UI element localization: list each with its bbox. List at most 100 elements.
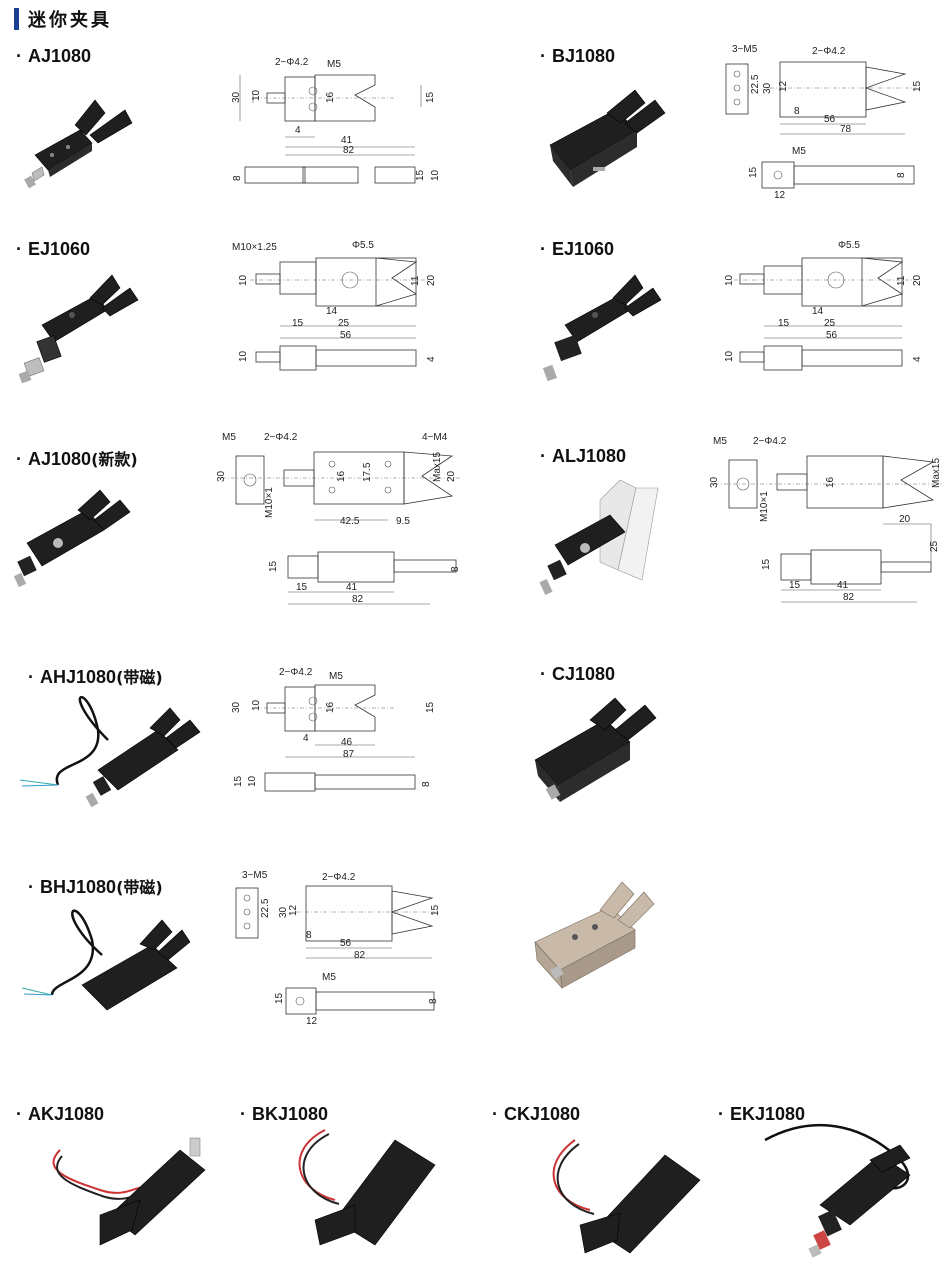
svg-text:10: 10 <box>251 89 262 101</box>
svg-text:M5: M5 <box>713 436 727 447</box>
svg-text:20: 20 <box>426 274 437 286</box>
product-label-ahj1080: ·AHJ1080(带磁) <box>28 667 163 687</box>
svg-text:56: 56 <box>826 330 838 341</box>
svg-text:42.5: 42.5 <box>340 516 360 527</box>
svg-text:25: 25 <box>929 540 940 552</box>
svg-text:2−Φ4.2: 2−Φ4.2 <box>264 432 298 443</box>
svg-text:12: 12 <box>306 1016 318 1027</box>
svg-text:M10×1: M10×1 <box>264 487 275 518</box>
svg-text:82: 82 <box>354 950 366 961</box>
svg-text:56: 56 <box>340 938 352 949</box>
svg-text:8: 8 <box>896 172 907 178</box>
svg-text:2−Φ4.2: 2−Φ4.2 <box>322 872 356 883</box>
svg-text:15: 15 <box>761 558 772 570</box>
svg-text:15: 15 <box>268 560 279 572</box>
svg-text:2−Φ4.2: 2−Φ4.2 <box>753 436 787 447</box>
product-label-alj1080: ·ALJ1080 <box>540 446 627 466</box>
svg-text:30: 30 <box>278 906 289 918</box>
svg-text:Φ5.5: Φ5.5 <box>838 240 860 251</box>
svg-text:56: 56 <box>824 114 836 125</box>
svg-text:41: 41 <box>346 582 358 593</box>
svg-text:15: 15 <box>415 169 426 181</box>
product-photo-akj1080 <box>52 1137 206 1246</box>
svg-text:20: 20 <box>899 514 911 525</box>
svg-text:14: 14 <box>812 306 824 317</box>
svg-text:4: 4 <box>912 356 923 362</box>
product-photo-ej1060-b <box>542 274 662 382</box>
svg-text:8: 8 <box>428 998 439 1004</box>
dimension-drawing-bj1080: 3−M5 2−Φ4.2 30 22.5 12 15 8 56 78 M5 15 … <box>725 44 923 201</box>
product-label-ckj1080: ·CKJ1080 <box>492 1104 581 1124</box>
svg-text:2−Φ4.2: 2−Φ4.2 <box>275 57 309 68</box>
svg-text:14: 14 <box>326 306 338 317</box>
svg-text:Max15: Max15 <box>432 452 443 482</box>
product-photo-aj1080-new <box>13 489 131 588</box>
svg-text:8: 8 <box>794 106 800 117</box>
svg-text:11: 11 <box>410 275 421 286</box>
svg-text:15: 15 <box>296 582 308 593</box>
svg-text:30: 30 <box>231 91 242 103</box>
product-photo-cj1080 <box>534 697 657 802</box>
svg-text:10: 10 <box>724 274 735 286</box>
svg-text:3−M5: 3−M5 <box>242 870 268 881</box>
svg-text:3−M5: 3−M5 <box>732 44 758 55</box>
svg-text:30: 30 <box>709 476 720 488</box>
section-marker <box>14 8 19 30</box>
product-photo-ekj1080 <box>764 1124 911 1258</box>
svg-text:15: 15 <box>748 166 759 178</box>
svg-text:M5: M5 <box>322 972 336 983</box>
svg-text:M10×1.25: M10×1.25 <box>232 242 277 253</box>
svg-text:15: 15 <box>274 992 285 1004</box>
svg-text:12: 12 <box>774 190 786 201</box>
svg-text:2−Φ4.2: 2−Φ4.2 <box>279 667 313 678</box>
svg-text:12: 12 <box>288 904 299 916</box>
svg-text:M5: M5 <box>222 432 236 443</box>
product-label-ej1060: ·EJ1060 <box>16 239 91 259</box>
svg-text:82: 82 <box>343 145 355 156</box>
svg-text:10: 10 <box>251 699 262 711</box>
svg-text:8: 8 <box>450 566 461 572</box>
svg-text:30: 30 <box>762 82 773 94</box>
svg-text:20: 20 <box>912 274 923 286</box>
svg-text:25: 25 <box>824 318 836 329</box>
svg-text:15: 15 <box>789 580 801 591</box>
svg-text:4−M4: 4−M4 <box>422 432 448 443</box>
svg-text:15: 15 <box>778 318 790 329</box>
svg-text:9.5: 9.5 <box>396 516 410 527</box>
svg-text:10: 10 <box>724 350 735 362</box>
product-label-cj1080: ·CJ1080 <box>540 664 616 684</box>
svg-text:8: 8 <box>306 930 312 941</box>
svg-text:87: 87 <box>343 749 355 760</box>
svg-text:15: 15 <box>233 775 244 787</box>
svg-text:M5: M5 <box>327 59 341 70</box>
svg-text:82: 82 <box>843 592 855 603</box>
svg-text:10: 10 <box>238 274 249 286</box>
svg-text:10: 10 <box>238 350 249 362</box>
svg-text:15: 15 <box>425 91 436 103</box>
svg-text:4: 4 <box>295 125 301 136</box>
svg-text:30: 30 <box>216 470 227 482</box>
dimension-drawing-aj1080: 30 10 16 15 2−Φ4.2 M5 4 41 82 8 15 10 <box>231 57 441 184</box>
svg-text:Φ5.5: Φ5.5 <box>352 240 374 251</box>
svg-text:10: 10 <box>430 169 441 181</box>
svg-text:8: 8 <box>421 781 432 787</box>
svg-text:M5: M5 <box>329 671 343 682</box>
dimension-drawing-alj1080: M5 2−Φ4.2 30 16 Max15 M10×1 20 25 15 15 … <box>709 436 942 603</box>
svg-text:M5: M5 <box>792 146 806 157</box>
svg-text:16: 16 <box>336 470 347 482</box>
svg-text:2−Φ4.2: 2−Φ4.2 <box>812 46 846 57</box>
svg-text:78: 78 <box>840 124 852 135</box>
product-label-ekj1080: ·EKJ1080 <box>718 1104 806 1124</box>
product-photo-bj1080 <box>549 89 666 187</box>
svg-text:15: 15 <box>292 318 304 329</box>
svg-text:22.5: 22.5 <box>260 898 271 918</box>
product-photo-aj1080 <box>24 99 133 189</box>
svg-text:56: 56 <box>340 330 352 341</box>
svg-text:4: 4 <box>303 733 309 744</box>
svg-text:11: 11 <box>896 275 907 286</box>
svg-text:M10×1: M10×1 <box>759 491 770 522</box>
svg-text:16: 16 <box>325 91 336 103</box>
product-label-bj1080: ·BJ1080 <box>540 46 616 66</box>
svg-text:10: 10 <box>247 775 258 787</box>
svg-text:46: 46 <box>341 737 353 748</box>
